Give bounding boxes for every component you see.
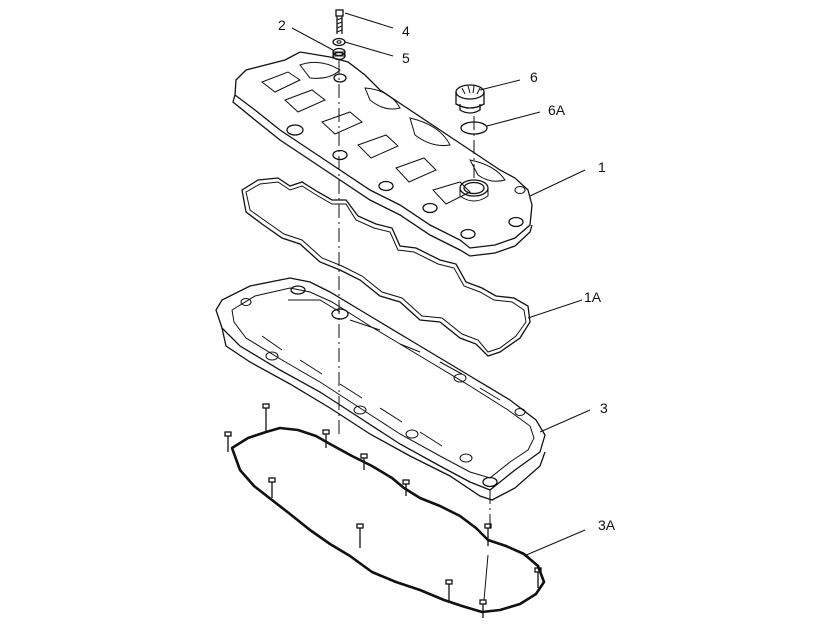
cover-gasket-part-1A: [241, 177, 531, 357]
leader-5: [344, 41, 394, 57]
oil-cap-part-6: [455, 84, 485, 114]
lower-gasket-part-3A: [230, 426, 546, 614]
leader-6: [479, 79, 521, 91]
callout-3: 3: [600, 400, 608, 416]
callout-6: 6: [530, 69, 538, 85]
callout-3A: 3A: [598, 517, 616, 533]
leader-lines: [291, 12, 591, 557]
leader-1: [529, 169, 586, 197]
callout-6A: 6A: [548, 102, 566, 118]
bolt-part-4: [335, 9, 344, 34]
callout-1A: 1A: [584, 289, 602, 305]
leader-4: [344, 12, 394, 29]
valve-cover-part-1: [232, 51, 533, 257]
washer-part-5: [332, 37, 346, 47]
leader-3A: [523, 529, 586, 557]
gasket-bolts: [224, 403, 542, 618]
rocker-housing-part-3: [215, 277, 546, 501]
leader-3: [539, 409, 591, 433]
callout-4: 4: [402, 23, 410, 39]
leader-2: [291, 27, 334, 51]
callout-1: 1: [598, 159, 606, 175]
callout-labels: 4 5 2 6 6A 1 1A 3 3A: [278, 17, 616, 533]
bolt-axis-right: [483, 554, 489, 601]
callout-5: 5: [402, 50, 410, 66]
leader-1A: [527, 299, 583, 319]
leader-6A: [486, 111, 541, 127]
callout-2: 2: [278, 17, 286, 33]
